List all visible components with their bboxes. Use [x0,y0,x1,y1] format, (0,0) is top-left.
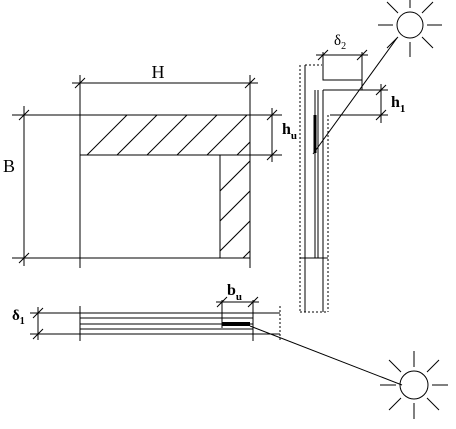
sun-ray-plan [249,325,403,386]
dimension-delta2 [316,49,368,80]
section-view [299,64,363,313]
sun-ray-section [312,37,398,155]
dimension-H [72,75,258,115]
label-delta1: δ1 [12,308,25,327]
label-h1: h1 [391,94,405,115]
label-delta2: δ2 [334,33,346,52]
dimension-delta1 [30,307,45,340]
shading-hatch-right [220,155,250,258]
dimension-bu [216,296,259,308]
plan-view [45,306,281,341]
shading-hatch-top [81,115,250,155]
dimension-hu [220,108,282,162]
dimension-h1 [330,84,388,123]
sun-icon-bottom [380,351,448,419]
label-bu: bu [227,282,242,303]
dimension-B [12,106,80,266]
label-H: H [152,62,165,82]
label-hu: hu [282,121,297,142]
label-B: B [3,156,15,176]
sun-icon-top [378,0,442,57]
